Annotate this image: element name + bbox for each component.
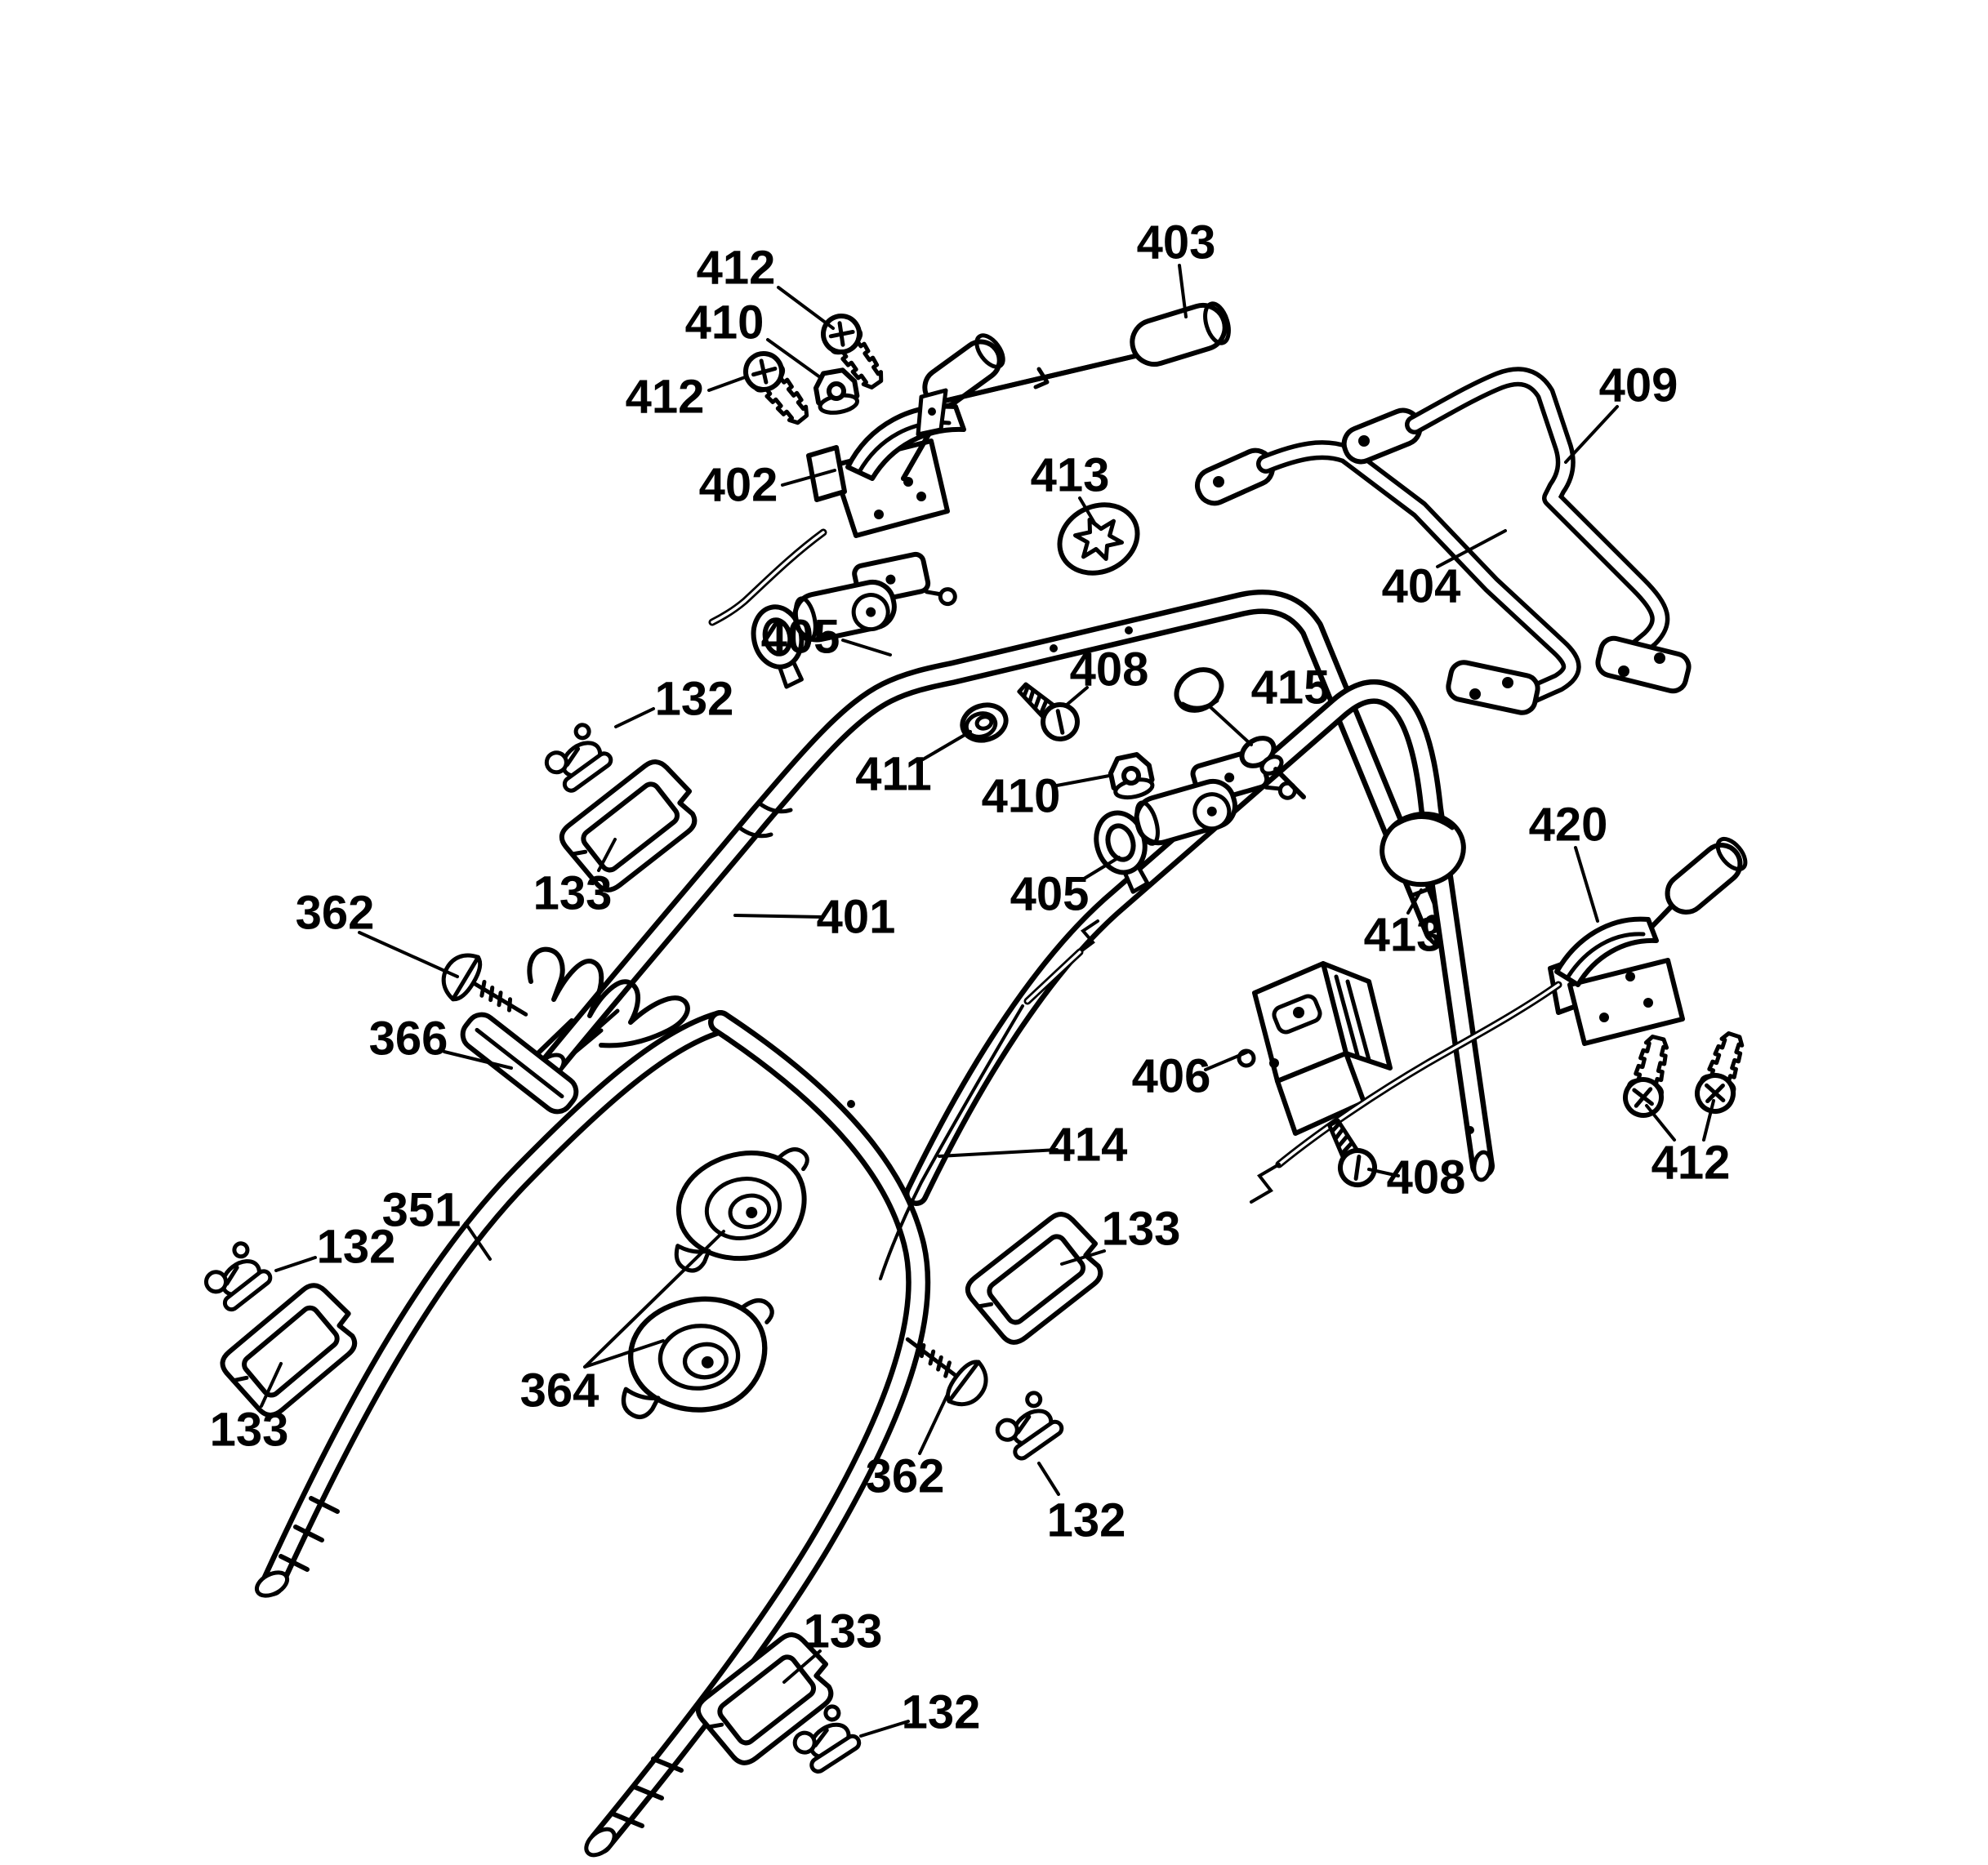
part-label-133-a: 133: [533, 867, 613, 920]
leader-line-405-a-0: [841, 639, 892, 657]
part-label-403: 403: [1137, 216, 1216, 269]
part-label-409: 409: [1599, 359, 1678, 412]
leader-line-411-0: [921, 730, 972, 761]
part-label-132-c: 132: [1047, 1494, 1126, 1547]
control-assembly-right-420: [1548, 836, 1748, 1046]
phillips-screw-412-left: [738, 346, 816, 430]
part-label-413-a: 413: [1031, 449, 1110, 502]
leader-line-404-0: [1436, 529, 1507, 568]
handle-adjuster-cam-364-lower: [613, 1292, 781, 1418]
leader-line-420-0: [1574, 846, 1599, 923]
part-label-408-b: 408: [1387, 1151, 1466, 1204]
leader-line-413-b-0: [1406, 888, 1423, 915]
leader-line-132-c-0: [1037, 1462, 1060, 1496]
leader-line-362-b-0: [918, 1393, 949, 1455]
leader-line-408-a-0: [1064, 686, 1089, 707]
part-label-411: 411: [855, 748, 932, 801]
part-label-133-b: 133: [1102, 1203, 1181, 1256]
leader-line-412-a-0: [777, 286, 835, 330]
leader-line-412-c-1: [1702, 1099, 1715, 1142]
leader-line-414-0: [938, 1148, 1059, 1158]
part-label-413-b: 413: [1364, 909, 1443, 962]
cable-clip-132-a: [539, 722, 613, 795]
part-label-132-a: 132: [655, 673, 734, 726]
part-label-405-a: 405: [761, 611, 840, 664]
leader-line-405-b-0: [1080, 856, 1121, 882]
carriage-bolt-415: [1174, 667, 1306, 799]
leader-line-408-b-0: [1367, 1168, 1400, 1177]
leader-line-351-0: [464, 1222, 492, 1261]
part-label-412-a: 412: [697, 242, 776, 295]
part-label-366: 366: [369, 1013, 448, 1066]
leader-line-133-c-0: [260, 1362, 283, 1408]
part-label-401: 401: [817, 891, 896, 944]
part-label-405-b: 405: [1010, 868, 1090, 921]
lower-bail-bar-404: [1195, 440, 1581, 715]
flange-nut-410-top: [813, 368, 859, 416]
part-label-133-d: 133: [804, 1605, 883, 1658]
flange-nut-410-mid: [1108, 753, 1155, 801]
cable-bracket-406: [1237, 961, 1393, 1136]
part-label-132-d: 132: [902, 1686, 981, 1739]
slotted-screw-408-lower: [1318, 1115, 1380, 1191]
leader-line-364-1: [583, 1230, 725, 1369]
leader-line-133-d-0: [782, 1649, 822, 1684]
leader-line-401-0: [733, 914, 823, 919]
leader-line-412-c-0: [1645, 1104, 1676, 1142]
leader-line-410-b-0: [1055, 774, 1111, 787]
leader-line-132-b-0: [274, 1256, 317, 1272]
leader-line-132-a-0: [614, 707, 655, 728]
leader-line-410-a-0: [766, 338, 822, 379]
cover-plate-133-b: [962, 1206, 1114, 1349]
part-label-410-a: 410: [685, 296, 764, 349]
part-label-420: 420: [1529, 799, 1608, 852]
part-label-412-c: 412: [1651, 1137, 1731, 1190]
part-label-406: 406: [1132, 1050, 1211, 1103]
phillips-screw-412-right-b: [1692, 1030, 1751, 1116]
control-cable-414-lower: [1250, 981, 1562, 1204]
leader-line-412-b-0: [707, 376, 747, 392]
part-label-404: 404: [1382, 560, 1461, 613]
washer-413-right: [1380, 811, 1466, 888]
cable-clip-132-c: [990, 1390, 1064, 1462]
leader-line-364-0: [583, 1339, 665, 1369]
leader-line-366-0: [443, 1050, 513, 1070]
leader-line-409-0: [1564, 405, 1619, 464]
handle-adjuster-cam-364-upper: [658, 1140, 825, 1273]
leader-line-362-a-0: [358, 931, 459, 978]
adjuster-lever-366: [460, 946, 690, 1115]
lower-handle-tube-351: [254, 679, 1495, 1858]
cable-clip-132-b: [198, 1240, 273, 1314]
part-label-412-b: 412: [626, 371, 705, 424]
part-label-402: 402: [699, 459, 778, 512]
leader-line-132-d-0: [859, 1720, 910, 1738]
part-label-362-a: 362: [296, 887, 375, 940]
part-label-133-c: 133: [210, 1404, 289, 1457]
part-label-351: 351: [382, 1184, 461, 1237]
leader-line-403-0: [1178, 264, 1188, 318]
part-label-132-b: 132: [317, 1221, 396, 1274]
knob-rod-403: [916, 301, 1231, 437]
part-label-414: 414: [1049, 1119, 1128, 1172]
part-label-364: 364: [520, 1364, 600, 1418]
part-label-408-a: 408: [1070, 643, 1149, 697]
washer-411: [960, 702, 1009, 743]
leader-line-406-0: [1204, 1050, 1250, 1071]
leader-line-415-0: [1209, 705, 1253, 746]
part-label-362-b: 362: [866, 1450, 945, 1503]
upper-bail-bar-409: [1341, 367, 1692, 694]
leader-line-413-a-0: [1078, 496, 1097, 526]
leader-line-133-b-0: [1060, 1249, 1106, 1266]
part-label-415: 415: [1251, 661, 1331, 714]
part-label-410-b: 410: [982, 770, 1061, 823]
star-lock-washer-413-left: [1057, 502, 1140, 576]
control-cable-414-upper: [879, 919, 1099, 1280]
leader-line-133-a-0: [597, 838, 617, 872]
leader-line-402-0: [781, 469, 836, 487]
